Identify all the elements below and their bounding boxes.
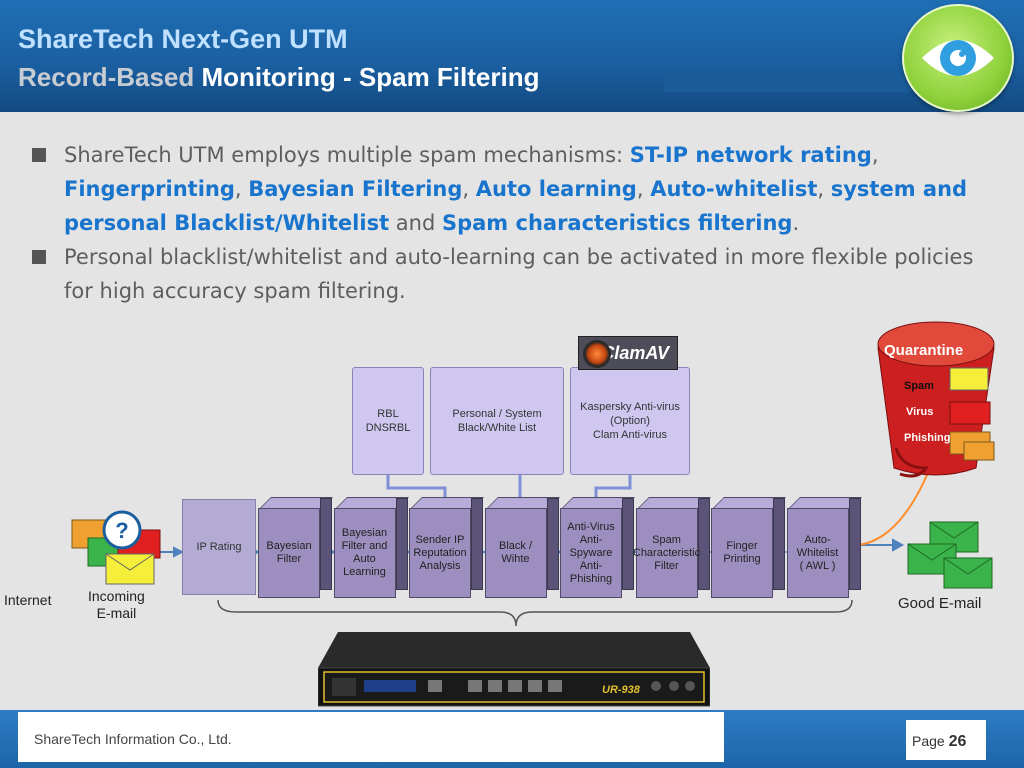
- page-number-value: 26: [948, 733, 967, 750]
- bullet-segment: Personal blacklist/whitelist and auto-le…: [64, 245, 974, 303]
- bullet-segment: ,: [462, 177, 476, 201]
- stage-side-face: [320, 498, 332, 590]
- title-bar: [0, 0, 1024, 112]
- slide-subtitle: Record-Based Monitoring - Spam Filtering: [18, 62, 539, 93]
- highlighted-term: Bayesian Filtering: [248, 177, 463, 201]
- device-model-label: UR-938: [602, 684, 640, 696]
- ip-rating-label: IP Rating: [196, 541, 242, 553]
- quarantine-phishing: Phishing: [904, 432, 951, 444]
- bullet-segment: ,: [234, 177, 249, 201]
- good-email-label: Good E-mail: [898, 595, 982, 612]
- eye-logo-icon: [902, 4, 1014, 112]
- good-email-icon: [907, 521, 993, 589]
- page-number: Page 26: [912, 733, 966, 751]
- stage-side-face: [622, 498, 634, 590]
- stage-side-face: [395, 498, 408, 590]
- footer-panel: [18, 712, 724, 762]
- bullet-square-icon: [32, 148, 46, 162]
- bullet-segment: ,: [871, 143, 879, 167]
- bullet-text: ShareTech UTM employs multiple spam mech…: [64, 143, 967, 235]
- stage-side-face: [471, 498, 483, 590]
- quarantine-bin-icon: [877, 321, 995, 478]
- antivirus-label: Kaspersky Anti-virus(Option)Clam Anti-vi…: [580, 401, 680, 441]
- filter-stage: Auto-Whitelist( AWL ): [786, 508, 849, 598]
- bullet-item-mechanisms: ShareTech UTM employs multiple spam mech…: [32, 138, 992, 240]
- utm-appliance-image: [318, 632, 710, 707]
- subtitle-part1: Record-Based: [18, 62, 195, 92]
- bullet-list: ShareTech UTM employs multiple spam mech…: [32, 138, 992, 308]
- slide-title: ShareTech Next-Gen UTM: [18, 24, 348, 54]
- page-panel: [906, 720, 986, 760]
- incoming-email-icon: ?: [71, 510, 161, 585]
- stage-side-face: [697, 498, 710, 590]
- clamav-logo: ClamAV: [578, 336, 678, 370]
- bullet-segment: and: [389, 211, 442, 235]
- antivirus-box: Kaspersky Anti-virus(Option)Clam Anti-vi…: [570, 367, 690, 475]
- quarantine-title: Quarantine: [884, 342, 964, 359]
- bullet-square-icon: [32, 250, 46, 264]
- filter-stage: Black /Wihte: [484, 508, 547, 598]
- highlighted-term: system and personal Blacklist/Whitelist: [64, 177, 968, 235]
- filter-stage-label: Black /Wihte: [498, 540, 532, 565]
- svg-text:?: ?: [115, 518, 128, 543]
- highlighted-term: Auto learning: [475, 177, 637, 201]
- filter-stage-label: Auto-Whitelist( AWL ): [796, 533, 839, 572]
- stage-side-face: [546, 498, 559, 590]
- quarantine-spam: Spam: [904, 380, 934, 392]
- highlighted-term: Spam characteristics filtering: [441, 211, 793, 235]
- highlighted-term: Auto-whitelist: [650, 177, 818, 201]
- incoming-email-label: Incoming E-mail: [88, 588, 145, 621]
- bullet-segment: ,: [636, 177, 651, 201]
- bullet-item-policies: Personal blacklist/whitelist and auto-le…: [32, 240, 992, 308]
- bullet-segment: ,: [817, 177, 831, 201]
- title-accent-strip: [664, 74, 914, 92]
- highlighted-term: Fingerprinting: [64, 177, 235, 201]
- quarantine-virus: Virus: [906, 406, 934, 418]
- bullet-segment: ShareTech UTM employs multiple spam mech…: [64, 143, 630, 167]
- internet-label: Internet: [4, 592, 52, 608]
- bullet-text: Personal blacklist/whitelist and auto-le…: [64, 245, 973, 303]
- bullet-segment: .: [792, 211, 800, 235]
- clamav-eye-icon: [583, 340, 611, 368]
- highlighted-term: ST-IP network rating: [629, 143, 872, 167]
- clamav-text: ClamAV: [601, 342, 669, 363]
- page-label: Page: [912, 733, 945, 749]
- subtitle-part2: Monitoring - Spam Filtering: [194, 62, 540, 92]
- ip-rating-stage: IP Rating: [182, 499, 256, 595]
- stage-side-face: [848, 498, 861, 590]
- stage-side-face: [773, 498, 785, 590]
- company-name: ShareTech Information Co., Ltd.: [34, 731, 232, 747]
